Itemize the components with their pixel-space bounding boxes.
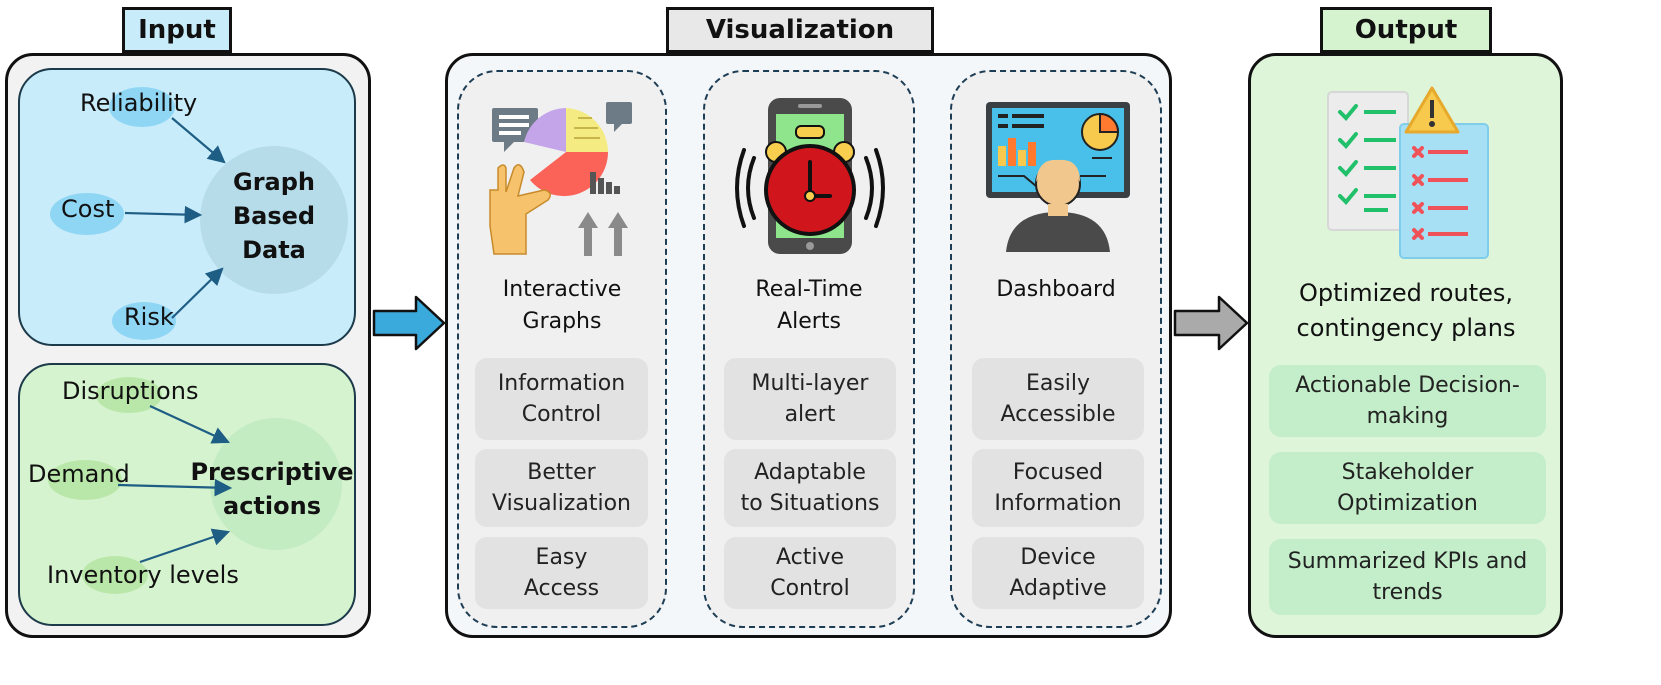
viz-item-easily-accessible: Easily Accessible — [972, 358, 1144, 440]
viz-item-multi-layer-alert: Multi-layer alert — [724, 358, 896, 440]
prescriptive-label: Prescriptive actions — [190, 458, 354, 520]
cost-node — [50, 193, 124, 235]
inventory-edge — [139, 528, 231, 564]
disruptions-label: Disruptions — [62, 377, 199, 405]
inventory-node — [82, 556, 148, 594]
graph-data-label: Graph Based Data — [232, 168, 316, 264]
cost-edge — [124, 205, 203, 224]
visualization-tab: Visualization — [666, 7, 934, 53]
interactive-graphs-title: Interactive Graphs — [502, 277, 622, 334]
checklist-warning-icon — [1327, 86, 1489, 259]
dashboard-icon — [986, 102, 1130, 252]
reliability-edge — [171, 117, 226, 164]
viz-item-information-control: Information Control — [475, 358, 648, 440]
viz-item-adaptable: Adaptable to Situations — [724, 449, 896, 527]
input-to-viz-arrow — [372, 295, 446, 351]
viz-to-output-arrow — [1173, 295, 1249, 351]
viz-item-active-control: Active Control — [724, 537, 896, 609]
viz-item-better-visualization: Better Visualization — [475, 449, 648, 527]
reliability-label: Reliability — [80, 89, 198, 117]
input-tab: Input — [122, 7, 232, 53]
cost-label: Cost — [61, 195, 115, 223]
viz-item-easy-access: Easy Access — [475, 537, 648, 609]
disruptions-edge — [149, 405, 230, 444]
output-item-actionable: Actionable Decision- making — [1269, 365, 1546, 437]
risk-node — [112, 302, 176, 340]
output-tab: Output — [1320, 7, 1492, 53]
demand-node — [48, 460, 122, 500]
risk-label: Risk — [124, 303, 174, 331]
dashboard-title: Dashboard — [996, 277, 1116, 302]
graph-data-node — [200, 146, 348, 294]
reliability-node — [109, 87, 175, 127]
viz-item-focused-information: Focused Information — [972, 449, 1144, 527]
output-heading: Optimized routes, contingency plans — [1296, 279, 1516, 342]
real-time-alerts-title: Real-Time Alerts — [755, 277, 863, 334]
interactive-graphs-icon — [489, 102, 632, 256]
output-item-stakeholder: Stakeholder Optimization — [1269, 452, 1546, 524]
risk-edge — [171, 267, 224, 319]
alarm-clock-icon — [735, 98, 885, 254]
demand-label: Demand — [28, 460, 130, 488]
viz-item-device-adaptive: Device Adaptive — [972, 537, 1144, 609]
inventory-label: Inventory levels — [47, 561, 239, 589]
demand-edge — [117, 478, 233, 497]
output-item-kpis: Summarized KPIs and trends — [1269, 539, 1546, 615]
